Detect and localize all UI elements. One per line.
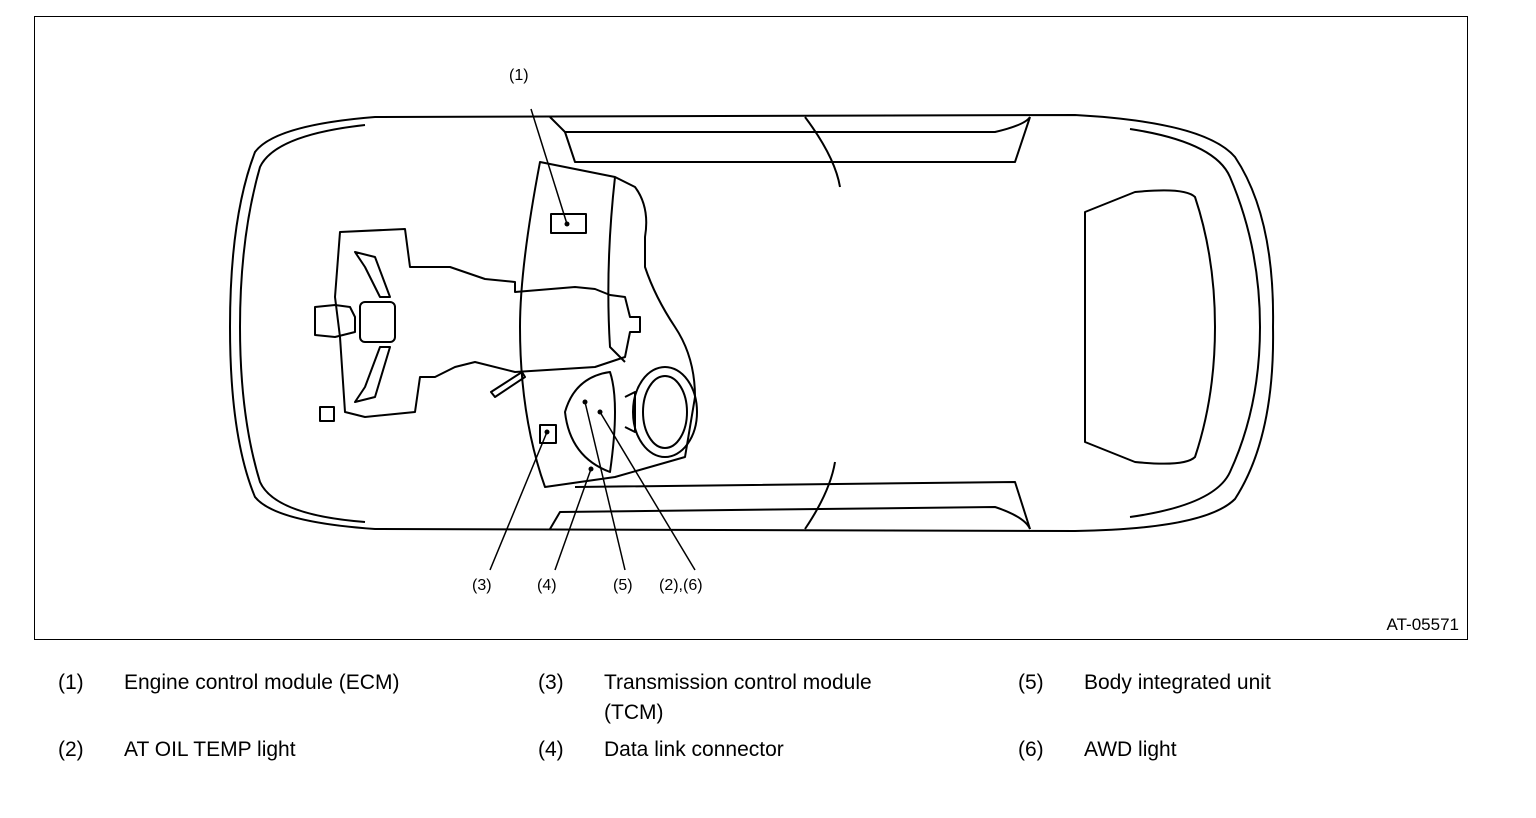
- legend-number: (1): [58, 671, 84, 694]
- legend-number: (3): [538, 671, 564, 694]
- leader-line-1: [530, 108, 568, 225]
- transmission-center: [359, 301, 396, 343]
- transmission-housing: [334, 228, 641, 418]
- car-rear-inner-outline: [1129, 128, 1261, 518]
- leader-line-2-6: [599, 411, 696, 571]
- transmission-bracket: [490, 371, 526, 398]
- legend-number: (4): [538, 738, 564, 761]
- leader-dot-3: [544, 429, 550, 435]
- leader-dot-2-6: [597, 409, 603, 415]
- steering-wheel: [632, 366, 698, 458]
- figure-code: AT-05571: [1386, 615, 1459, 634]
- callout-1: (1): [509, 67, 529, 84]
- door-line-bottom: [804, 461, 836, 530]
- leader-dot-5: [582, 399, 588, 405]
- callout-2-6: (2),(6): [659, 577, 703, 594]
- door-line-top-2: [564, 116, 1031, 163]
- leader-dot-4: [588, 466, 594, 472]
- leader-line-4: [554, 468, 592, 571]
- leader-line-3: [489, 431, 548, 571]
- legend-text: AT OIL TEMP light: [124, 738, 296, 761]
- legend-text: AWD light: [1084, 738, 1177, 761]
- door-line-bottom-2: [574, 481, 1031, 530]
- legend-text: Engine control module (ECM): [124, 671, 400, 694]
- steering-wheel-inner: [642, 375, 688, 449]
- rear-window: [1084, 189, 1216, 465]
- instrument-cluster: [564, 371, 616, 473]
- callout-4: (4): [537, 577, 557, 594]
- callout-3: (3): [472, 577, 492, 594]
- legend-number: (2): [58, 738, 84, 761]
- car-top-view-drawing: [229, 108, 1275, 571]
- roof-line-bottom: [549, 506, 1031, 530]
- transmission-upper-arm: [354, 251, 391, 298]
- legend-number: (6): [1018, 738, 1044, 761]
- legend-text: Body integrated unit: [1084, 671, 1271, 694]
- vehicle-component-location-figure: (1) (3) (4) (5) (2),(6) AT-05571: [34, 16, 1468, 640]
- steering-column: [624, 391, 636, 433]
- dashboard-inner: [607, 176, 626, 363]
- transmission-plug: [319, 406, 335, 422]
- car-body-outline: [229, 114, 1275, 532]
- transmission-front: [314, 304, 356, 338]
- transmission-lower-arm: [354, 346, 391, 403]
- callout-5: (5): [613, 577, 633, 594]
- legend-text: Transmission control module (TCM): [604, 671, 872, 724]
- car-inner-outline: [239, 124, 366, 523]
- leader-line-5: [584, 401, 626, 571]
- leader-dot-1: [564, 221, 570, 227]
- legend-text: Data link connector: [604, 738, 784, 761]
- door-line-top: [804, 116, 841, 188]
- roof-line-top: [549, 116, 1031, 133]
- legend-number: (5): [1018, 671, 1044, 694]
